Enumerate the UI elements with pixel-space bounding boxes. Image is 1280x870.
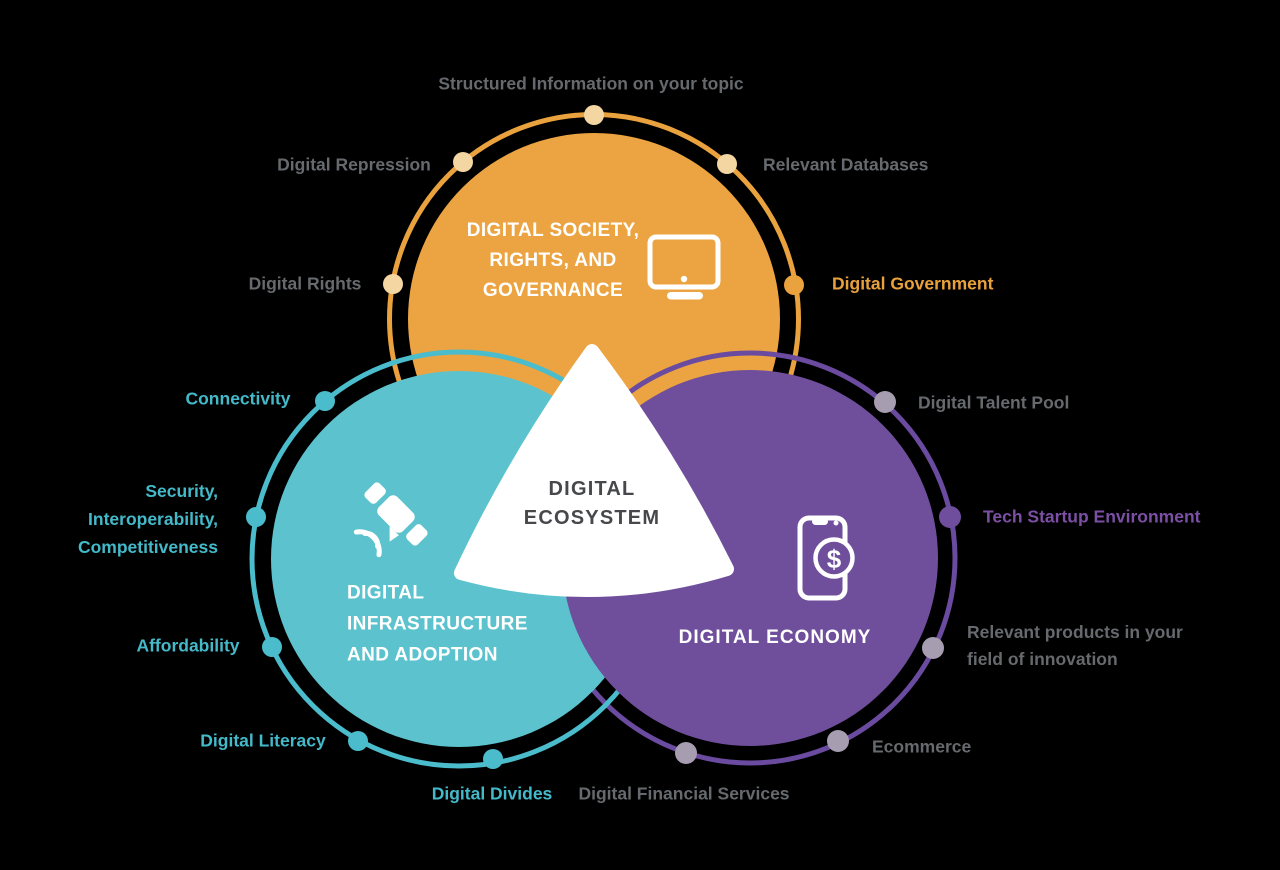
label-digital-repression: Digital Repression (277, 154, 431, 175)
economy-circle-title: DIGITAL ECONOMY (678, 627, 872, 648)
dot-ecommerce (827, 730, 849, 752)
society-circle-title: DIGITAL SOCIETY, RIGHTS, AND GOVERNANCE (466, 220, 640, 301)
dot-connectivity (315, 391, 335, 411)
center-triangle-title: DIGITAL ECOSYSTEM (523, 478, 661, 529)
dot-affordability (262, 637, 282, 657)
label-connectivity: Connectivity (185, 388, 291, 409)
dot-security-interoperability (246, 507, 266, 527)
label-structured-information: Structured Information on your topic (438, 73, 744, 94)
dot-digital-literacy (348, 731, 368, 751)
dot-structured-information (584, 105, 604, 125)
label-digital-financial-services: Digital Financial Services (578, 783, 790, 804)
label-relevant-products: Relevant products in your field of innov… (967, 621, 1183, 669)
dot-tech-startup-environment (939, 506, 961, 528)
dot-relevant-databases (717, 154, 737, 174)
dot-digital-financial-services (675, 742, 697, 764)
label-digital-government: Digital Government (832, 273, 994, 294)
dot-digital-government (784, 275, 804, 295)
dot-digital-rights (383, 274, 403, 294)
label-digital-literacy: Digital Literacy (200, 730, 326, 751)
dot-digital-divides (483, 749, 503, 769)
label-ecommerce: Ecommerce (872, 736, 972, 757)
dollar-coin-icon (813, 537, 855, 579)
label-digital-talent-pool: Digital Talent Pool (918, 392, 1070, 413)
phone-dollar-icon: $ (797, 515, 855, 601)
label-security-interoperability-competitiveness: Security, Interoperability, Competitiven… (77, 481, 218, 557)
signal-waves-icon (353, 529, 382, 558)
monitor-icon (647, 234, 721, 300)
label-tech-startup-environment: Tech Startup Environment (983, 506, 1201, 527)
infrastructure-circle-title: DIGITAL INFRASTRUCTURE AND ADOPTION (347, 582, 528, 666)
label-relevant-databases: Relevant Databases (763, 154, 929, 175)
label-digital-rights: Digital Rights (248, 273, 362, 294)
satellite-icon (353, 482, 428, 558)
label-digital-divides: Digital Divides (431, 783, 553, 804)
dot-digital-talent-pool (874, 391, 896, 413)
label-affordability: Affordability (136, 635, 240, 656)
dot-relevant-products (922, 637, 944, 659)
dollar-symbol: $ (827, 544, 842, 574)
center-triangle (454, 344, 734, 598)
dot-digital-repression (453, 152, 473, 172)
